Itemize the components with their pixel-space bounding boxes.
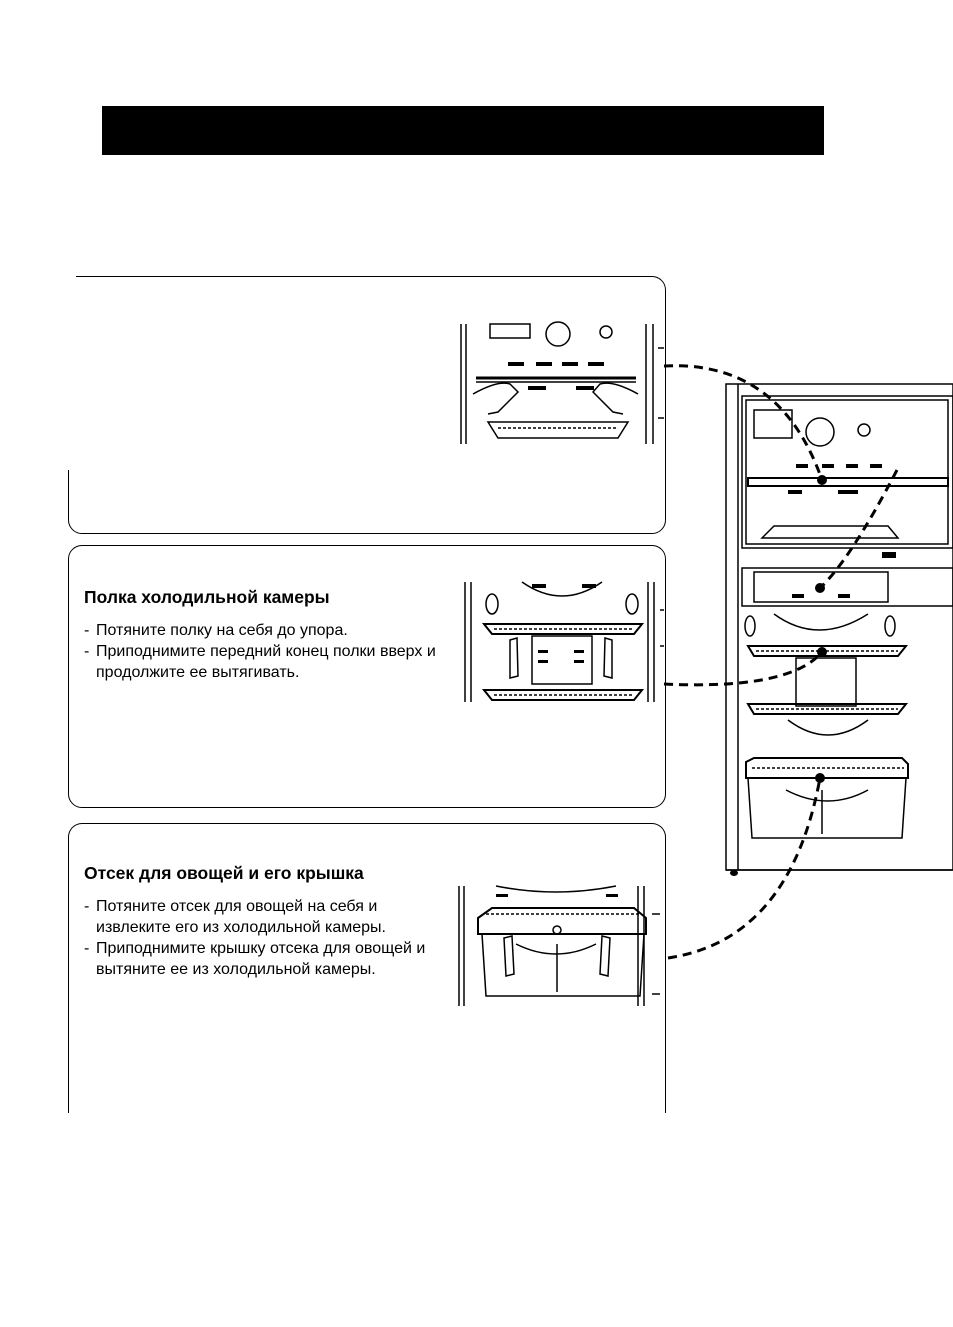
section-title: Отсек для овощей и его крышка bbox=[84, 863, 364, 883]
crisper-removal-illustration bbox=[458, 885, 660, 1006]
shelf-removal-illustration bbox=[464, 581, 664, 702]
section-freezer-shelf bbox=[68, 276, 666, 534]
pointer-dot bbox=[815, 773, 825, 783]
freezer-shelf-illustration bbox=[460, 321, 664, 444]
step-item: - Потяните полку на себя до упора. bbox=[84, 622, 348, 639]
step-item: - Приподнимите передний конец полки ввер… bbox=[84, 643, 436, 681]
section-title: Полка холодильной камеры bbox=[84, 587, 330, 607]
step-item: - Приподнимите крышку отсека для овощей … bbox=[84, 940, 426, 978]
section-crisper bbox=[68, 823, 666, 1113]
step-item: - Потяните отсек для овощей на себя и из… bbox=[84, 898, 386, 936]
pointer-dot bbox=[815, 583, 825, 593]
section-fridge-shelf bbox=[68, 545, 666, 808]
header-bar bbox=[102, 106, 824, 155]
refrigerator-illustration bbox=[725, 383, 953, 876]
pointer-dot bbox=[817, 647, 827, 657]
pointer-dot bbox=[817, 475, 827, 485]
